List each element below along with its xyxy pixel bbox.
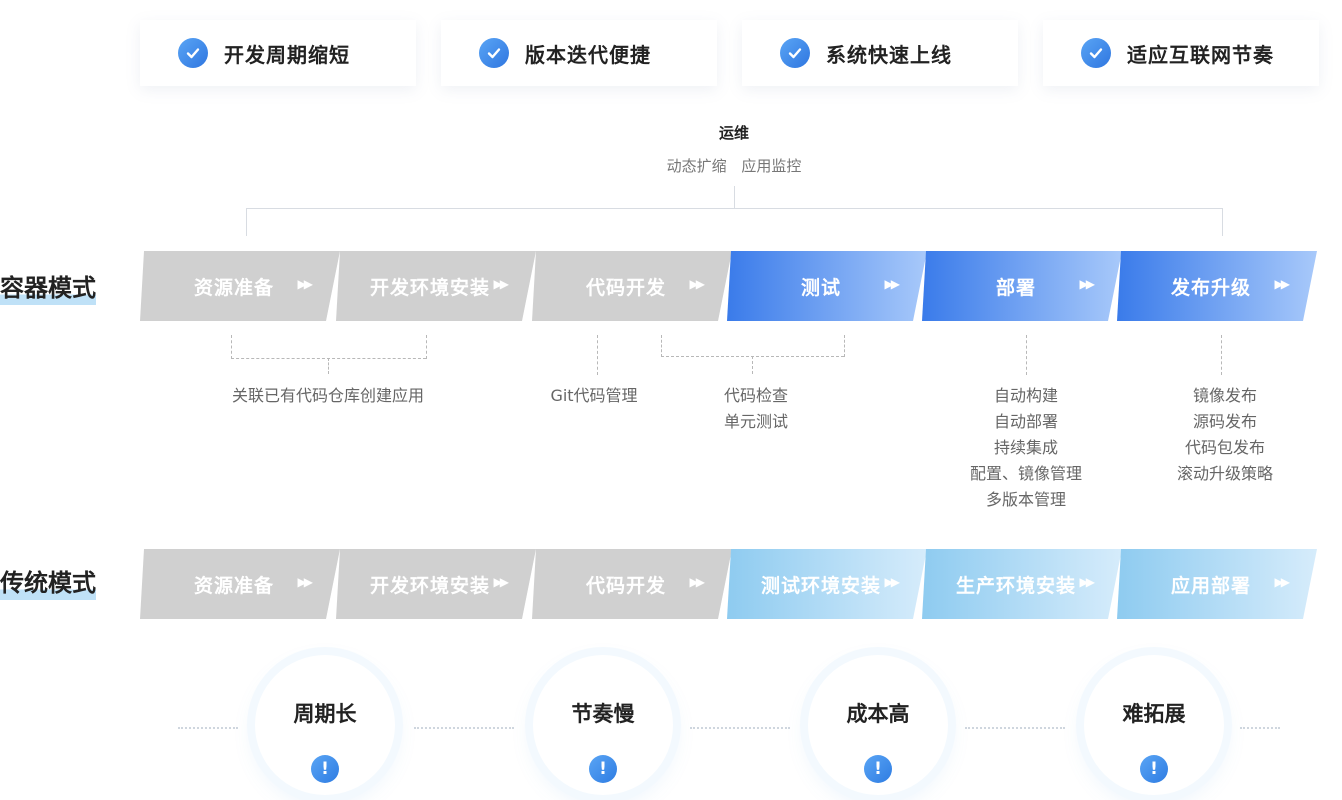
stage-label: 开发环境安装 [369, 574, 490, 597]
connector [1026, 335, 1027, 375]
benefit-label: 开发周期缩短 [224, 42, 350, 67]
problem-circle-4: 难拓展 ! [1084, 655, 1224, 795]
container-stage-devenv: 开发环境安装▶▶ [336, 251, 536, 321]
check-icon [178, 38, 208, 68]
double-chevron-right-icon: ▶▶ [884, 277, 901, 291]
note-line: 多版本管理 [985, 490, 1066, 509]
double-chevron-right-icon: ▶▶ [1079, 277, 1096, 291]
note-line: 自动构建 [993, 386, 1058, 405]
note-resource-dev: 关联已有代码仓库创建应用 [231, 386, 424, 405]
connector [752, 356, 753, 374]
traditional-stage-code: 代码开发 ▶▶ [532, 549, 732, 619]
dotted-divider [1240, 727, 1280, 729]
double-chevron-right-icon: ▶▶ [689, 575, 706, 589]
note-line: 自动部署 [993, 412, 1058, 431]
double-chevron-right-icon: ▶▶ [1274, 277, 1291, 291]
note-deploy: 自动构建 自动部署 持续集成 配置、镜像管理 多版本管理 [946, 383, 1106, 513]
benefit-label: 版本迭代便捷 [525, 42, 651, 67]
problem-label: 成本高 [846, 702, 910, 726]
problem-circle-3: 成本高 ! [808, 655, 948, 795]
traditional-stage-testenv: 测试环境安装▶▶ [727, 549, 927, 619]
traditional-stage-devenv: 开发环境安装▶▶ [336, 549, 536, 619]
benefit-card-3: 系统快速上线 [742, 20, 1018, 86]
note-line: 代码检查 [723, 386, 788, 405]
note-line: 持续集成 [993, 438, 1058, 457]
ops-items: 动态扩缩 应用监控 [666, 157, 802, 175]
connector [231, 335, 232, 359]
exclamation-icon: ! [589, 755, 617, 783]
dotted-divider [965, 727, 1065, 729]
connector [426, 335, 427, 359]
double-chevron-right-icon: ▶▶ [493, 575, 510, 589]
note-line: 代码包发布 [1184, 438, 1265, 457]
ops-bracket-stem [734, 186, 735, 208]
dotted-divider [690, 727, 790, 729]
double-chevron-right-icon: ▶▶ [1079, 575, 1096, 589]
ops-bracket-bar [246, 208, 1223, 209]
traditional-stage-resource: 资源准备 ▶▶ [140, 549, 340, 619]
container-stage-code: 代码开发 ▶▶ [532, 251, 732, 321]
stage-label: 资源准备 [193, 574, 274, 597]
problem-circle-2: 节奏慢 ! [533, 655, 673, 795]
container-mode-label: 容器模式 [0, 268, 96, 305]
stage-label: 部署 [995, 276, 1036, 299]
double-chevron-right-icon: ▶▶ [884, 575, 901, 589]
double-chevron-right-icon: ▶▶ [297, 277, 314, 291]
note-line: 镜像发布 [1192, 386, 1257, 405]
exclamation-icon: ! [864, 755, 892, 783]
benefit-card-2: 版本迭代便捷 [441, 20, 717, 86]
traditional-stage-appdeploy: 应用部署 ▶▶ [1117, 549, 1317, 619]
benefit-card-4: 适应互联网节奏 [1043, 20, 1319, 86]
double-chevron-right-icon: ▶▶ [1274, 575, 1291, 589]
dotted-divider [414, 727, 514, 729]
ops-title: 运维 [718, 124, 749, 142]
problem-label: 难拓展 [1122, 702, 1186, 726]
container-stage-resource: 资源准备 ▶▶ [140, 251, 340, 321]
container-stage-test: 测试 ▶▶ [727, 251, 927, 321]
note-line: 单元测试 [723, 412, 788, 431]
stage-label: 代码开发 [585, 574, 666, 597]
container-stage-release: 发布升级 ▶▶ [1117, 251, 1317, 321]
note-release: 镜像发布 源码发布 代码包发布 滚动升级策略 [1150, 383, 1300, 487]
stage-label: 测试环境安装 [760, 574, 881, 597]
stage-label: 代码开发 [585, 276, 666, 299]
problem-label: 周期长 [293, 702, 357, 726]
connector [661, 335, 662, 357]
exclamation-icon: ! [311, 755, 339, 783]
benefit-card-1: 开发周期缩短 [140, 20, 416, 86]
check-icon [1081, 38, 1111, 68]
exclamation-icon: ! [1140, 755, 1168, 783]
connector [844, 335, 845, 357]
stage-label: 开发环境安装 [369, 276, 490, 299]
problem-circle-1: 周期长 ! [255, 655, 395, 795]
benefit-label: 系统快速上线 [826, 42, 952, 67]
note-test: 代码检查 单元测试 [696, 383, 816, 435]
stage-label: 生产环境安装 [955, 574, 1076, 597]
ops-bracket-right [1222, 208, 1223, 236]
check-icon [780, 38, 810, 68]
stage-label: 资源准备 [193, 276, 274, 299]
check-icon [479, 38, 509, 68]
container-stage-deploy: 部署 ▶▶ [922, 251, 1122, 321]
stage-label: 测试 [800, 276, 841, 299]
problem-label: 节奏慢 [571, 702, 635, 726]
double-chevron-right-icon: ▶▶ [493, 277, 510, 291]
note-line: 滚动升级策略 [1176, 464, 1273, 483]
double-chevron-right-icon: ▶▶ [297, 575, 314, 589]
ops-bracket-left [246, 208, 247, 236]
connector [1221, 335, 1222, 375]
traditional-stage-prodenv: 生产环境安装▶▶ [922, 549, 1122, 619]
note-code: Git代码管理 [550, 386, 638, 405]
note-line: 源码发布 [1192, 412, 1257, 431]
double-chevron-right-icon: ▶▶ [689, 277, 706, 291]
traditional-mode-label: 传统模式 [0, 563, 96, 600]
connector [597, 335, 598, 375]
note-line: 配置、镜像管理 [969, 464, 1082, 483]
stage-label: 发布升级 [1170, 276, 1251, 299]
dotted-divider [178, 727, 238, 729]
benefit-label: 适应互联网节奏 [1127, 42, 1274, 67]
stage-label: 应用部署 [1170, 574, 1251, 597]
connector [328, 358, 329, 374]
